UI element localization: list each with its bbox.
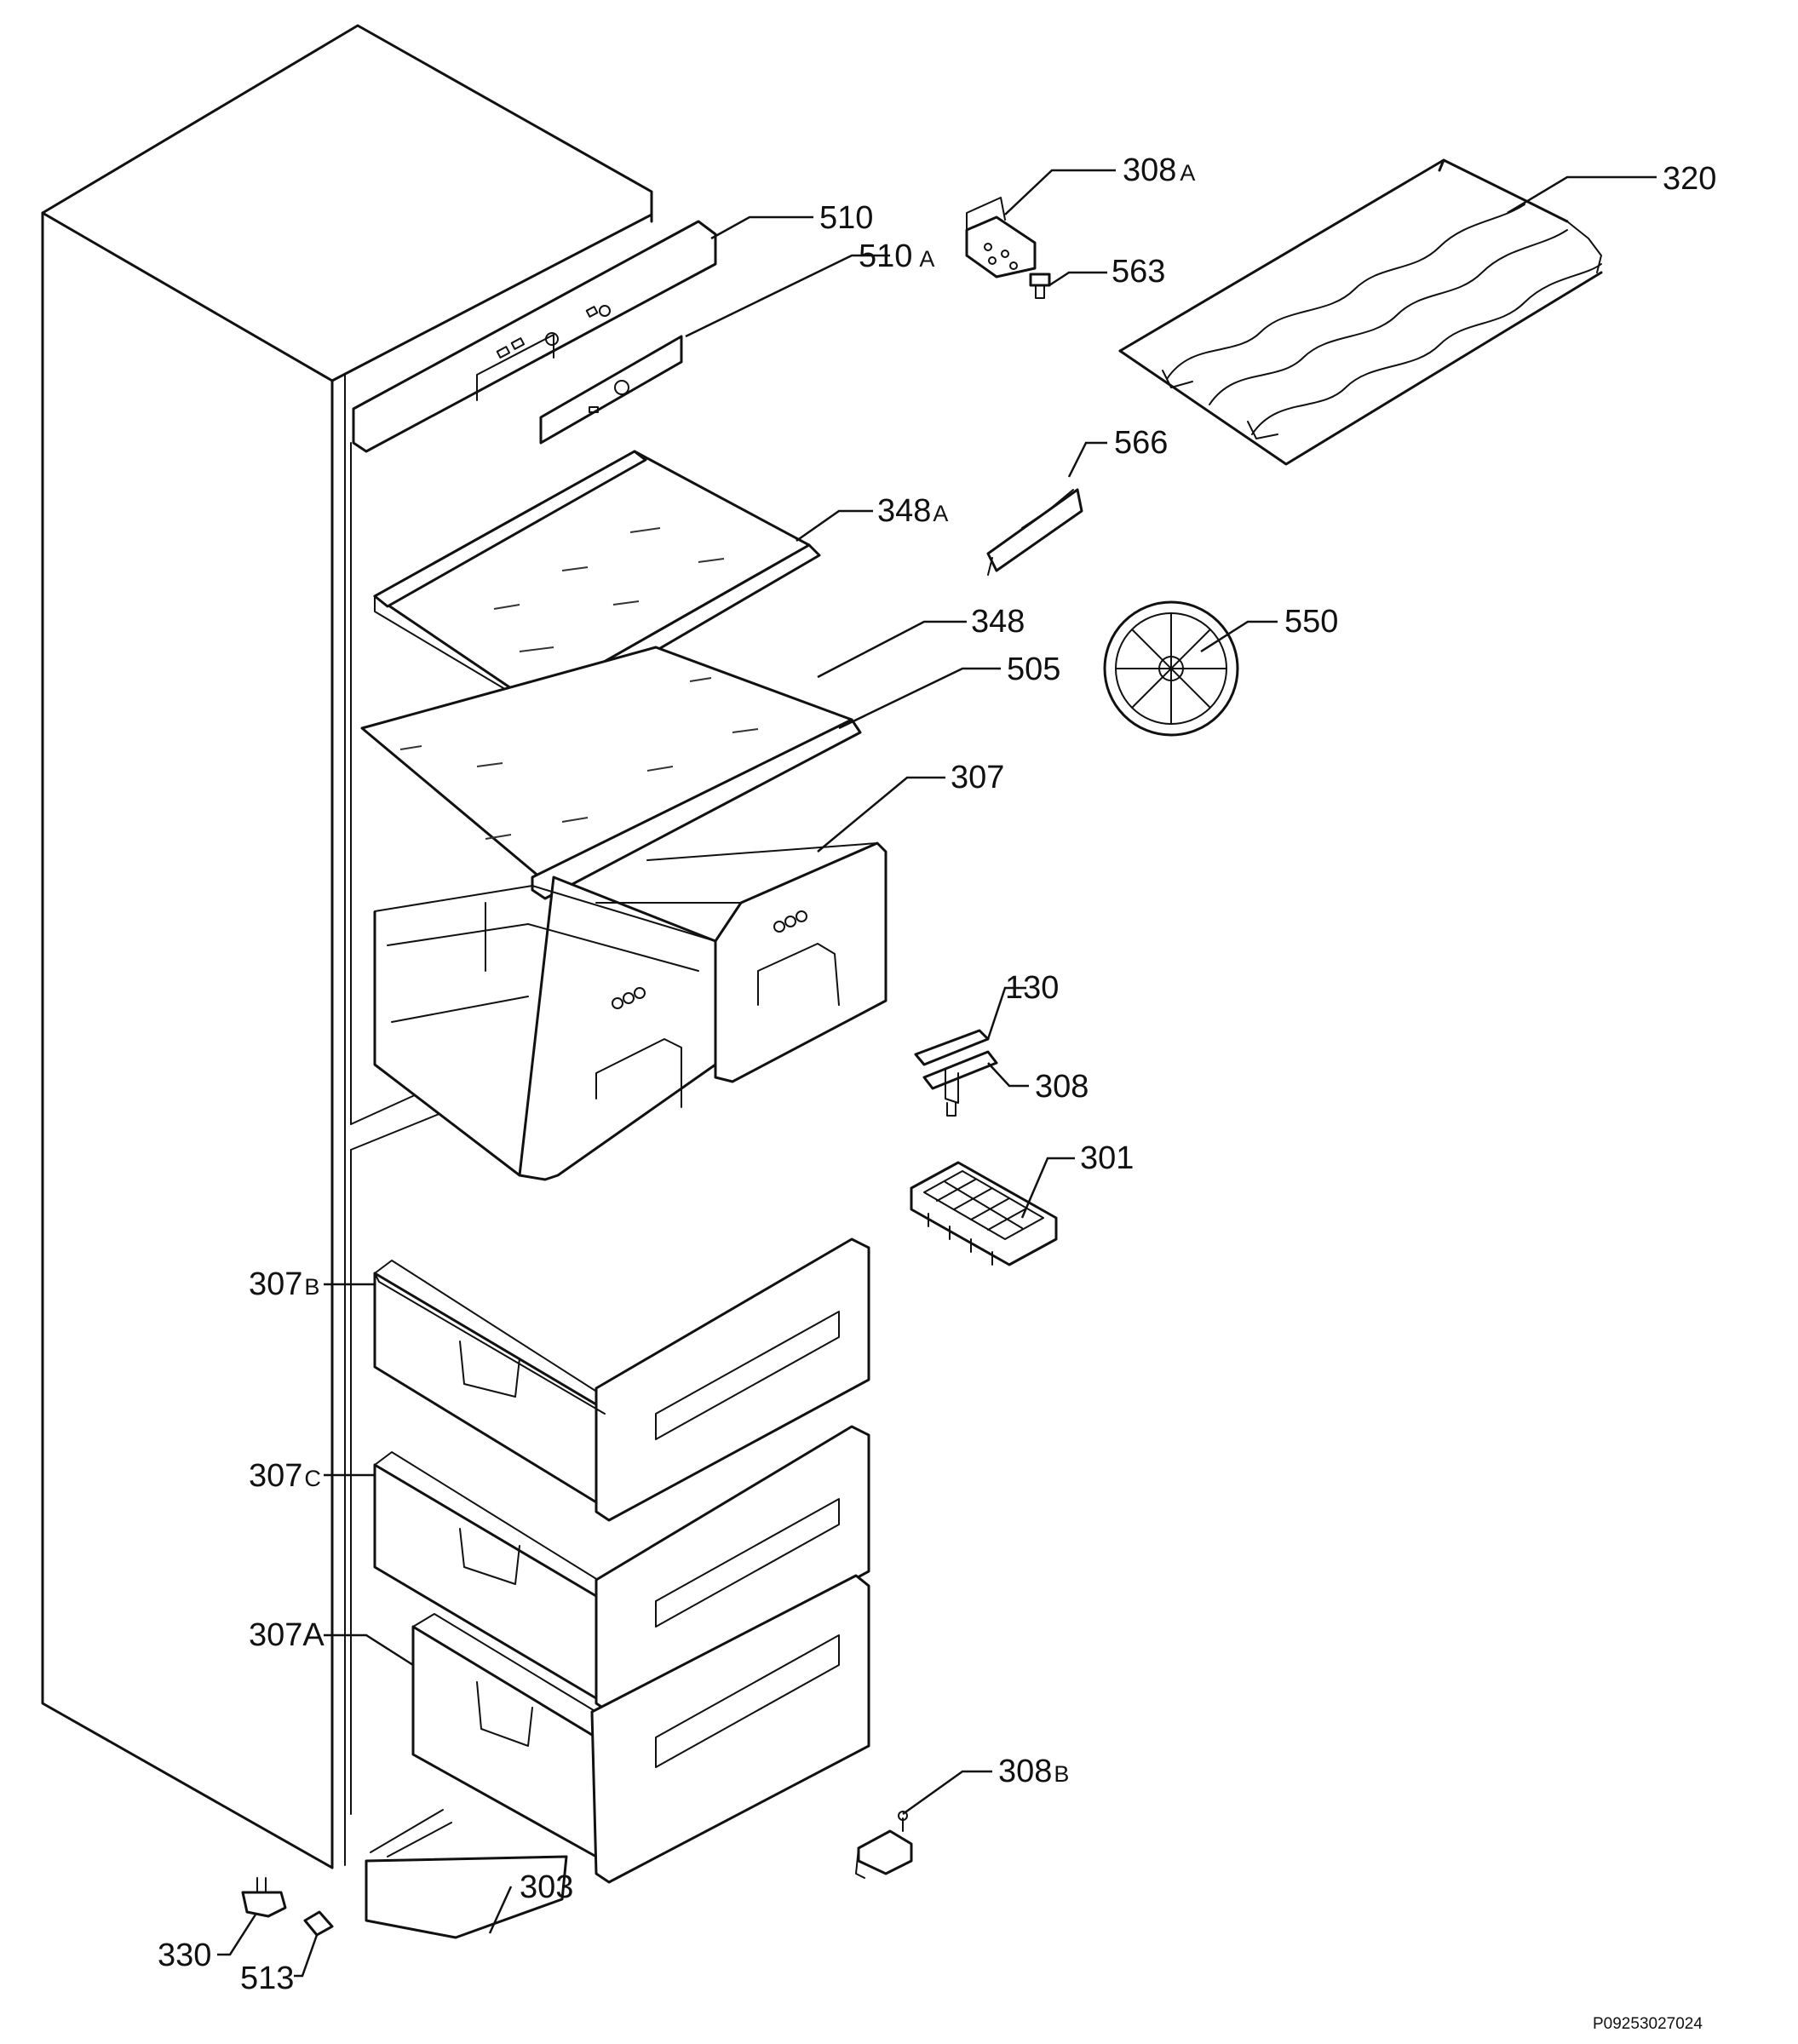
kick-plate-303 — [365, 1809, 568, 1939]
callout-348: 348 — [971, 604, 1025, 640]
callout-308B: 308B — [998, 1754, 1069, 1789]
callout-307A: 307A — [249, 1617, 325, 1653]
freezer-drawer-307C — [373, 1425, 870, 1714]
freezer-drawer-307B — [373, 1237, 870, 1522]
bracket-566 — [986, 488, 1083, 576]
callout-330: 330 — [158, 1938, 211, 1973]
callout-307B: 307B — [249, 1266, 319, 1302]
callout-303: 303 — [520, 1869, 573, 1905]
callout-308: 308 — [1035, 1069, 1089, 1105]
callout-510: 510 — [819, 200, 873, 236]
callout-301: 301 — [1080, 1140, 1134, 1176]
adjustable-foot-330 — [241, 1877, 287, 1918]
callout-307C: 307C — [249, 1458, 321, 1494]
freezer-drawer-307A — [411, 1574, 870, 1884]
fan-wheel-550 — [1103, 600, 1239, 737]
document-code: P09253027024 — [1593, 2015, 1703, 2033]
panel-510A — [539, 335, 683, 445]
hinge-bracket-308A — [965, 197, 1037, 278]
leader-lines — [217, 169, 1657, 1978]
crisper-drawer-307-right — [595, 841, 888, 1083]
hinge-130-308 — [914, 1029, 998, 1117]
callout-320: 320 — [1663, 161, 1716, 197]
crisper-drawer-307-left — [373, 876, 717, 1181]
ice-cube-tray-301 — [910, 1161, 1058, 1266]
clip-513 — [303, 1910, 334, 1937]
control-panel-510 — [352, 220, 717, 453]
callout-550: 550 — [1284, 604, 1338, 640]
callout-505: 505 — [1007, 652, 1060, 687]
screw-563 — [1029, 273, 1051, 299]
callout-513: 513 — [240, 1961, 294, 1996]
glass-shelf-348 — [360, 646, 862, 900]
cabinet-body — [41, 24, 653, 1869]
callout-566: 566 — [1114, 425, 1168, 461]
callout-130: 130 — [1005, 970, 1059, 1006]
callout-348A: 348A — [877, 493, 948, 529]
callout-563: 563 — [1112, 254, 1165, 290]
wine-rack-320 — [1118, 158, 1603, 466]
hinge-bracket-308B — [855, 1811, 913, 1879]
callout-307: 307 — [951, 760, 1004, 795]
